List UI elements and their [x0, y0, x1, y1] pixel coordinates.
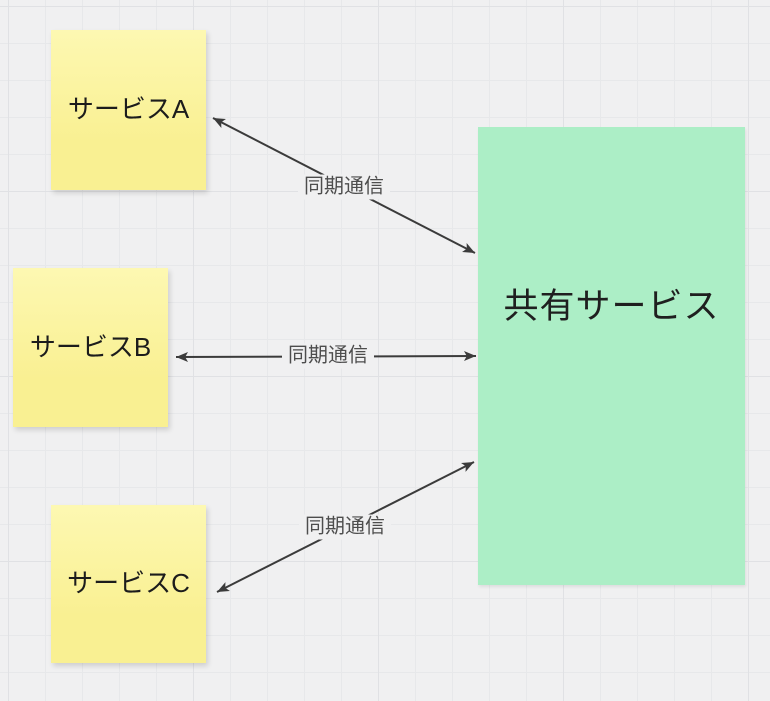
edge-label-sync-c[interactable]: 同期通信 [299, 514, 391, 540]
node-service-a-label: サービスA [67, 94, 190, 125]
node-service-b-label: サービスB [29, 331, 152, 362]
node-shared-service[interactable]: 共有サービス [478, 127, 745, 585]
node-service-c[interactable]: サービスC [51, 505, 206, 663]
node-service-a[interactable]: サービスA [51, 30, 206, 190]
node-service-c-label: サービスC [67, 568, 190, 599]
node-shared-service-label: 共有サービス [503, 287, 720, 326]
node-service-b[interactable]: サービスB [13, 268, 168, 427]
edge-label-sync-a[interactable]: 同期通信 [298, 174, 390, 200]
edge-label-sync-b[interactable]: 同期通信 [282, 343, 374, 369]
